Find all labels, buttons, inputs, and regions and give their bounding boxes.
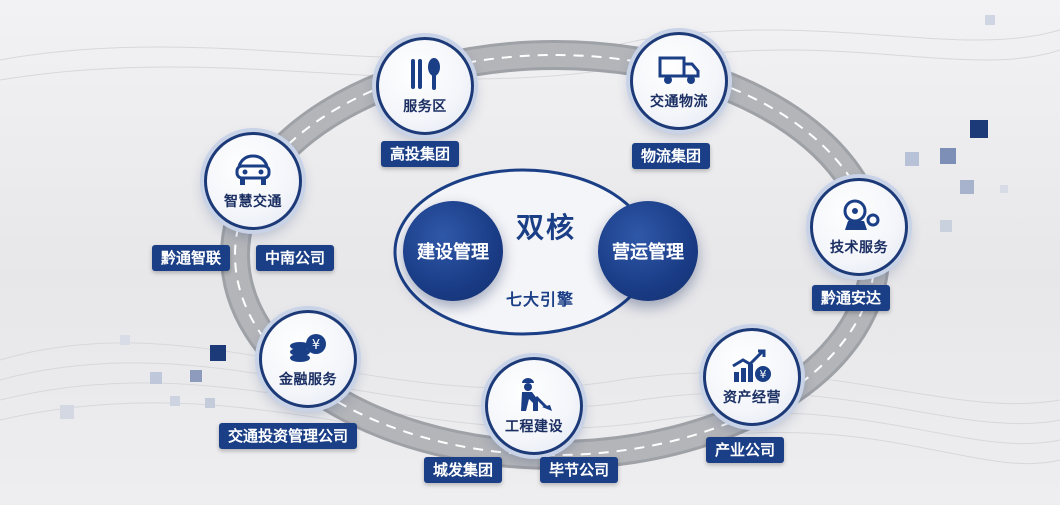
tag-logistics-group: 物流集团 <box>632 143 711 169</box>
tag-chengfa-group: 城发集团 <box>424 457 503 483</box>
node-service-area: 服务区 <box>376 37 474 135</box>
center-title: 双核 <box>516 211 577 244</box>
smart-car-icon <box>231 152 275 188</box>
node-label: 金融服务 <box>279 371 337 388</box>
tag-gaotou-group: 高投集团 <box>381 141 460 167</box>
node-label: 智慧交通 <box>224 193 282 210</box>
growth-chart-icon: ¥ <box>730 348 774 384</box>
tag-zhongnan-company: 中南公司 <box>256 245 335 271</box>
center-subtitle: 七大引擎 <box>506 290 575 309</box>
utensils-icon <box>403 57 447 93</box>
worker-shovel-icon <box>512 377 556 413</box>
tag-qiantong-zhilian: 黔通智联 <box>152 245 231 271</box>
node-transport-logistics: 交通物流 <box>630 32 728 130</box>
svg-text:¥: ¥ <box>312 338 320 353</box>
node-label: 工程建设 <box>505 418 563 435</box>
svg-text:¥: ¥ <box>760 368 767 381</box>
node-technical-services: 技术服务 <box>810 178 908 276</box>
robot-gear-icon <box>837 198 881 234</box>
node-smart-transport: 智慧交通 <box>204 132 302 230</box>
tag-qiantong-anda: 黔通安达 <box>812 285 891 311</box>
tag-industry-company: 产业公司 <box>706 437 785 463</box>
node-asset-operation: ¥ 资产经营 <box>703 328 801 426</box>
node-label: 服务区 <box>403 98 447 115</box>
node-financial-services: ¥ 金融服务 <box>259 310 357 408</box>
node-label: 技术服务 <box>830 239 888 256</box>
tag-transport-investment: 交通投资管理公司 <box>219 423 358 449</box>
core-operation-management: 营运管理 <box>598 201 698 301</box>
node-label: 资产经营 <box>723 389 781 406</box>
truck-icon <box>657 52 701 88</box>
node-engineering-construction: 工程建设 <box>485 357 583 455</box>
tag-bijie-company: 毕节公司 <box>540 457 619 483</box>
decorative-squares <box>60 15 1008 419</box>
coins-icon: ¥ <box>286 330 330 366</box>
node-label: 交通物流 <box>650 93 708 110</box>
core-construction-management: 建设管理 <box>403 201 503 301</box>
